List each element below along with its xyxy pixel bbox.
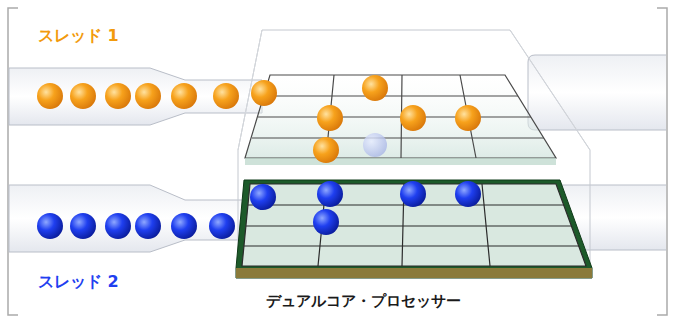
thread-label: スレッド 1 [38, 26, 119, 45]
thread-label: スレッド 2 [38, 272, 119, 291]
processor-caption: デュアルコア・プロセッサー [266, 292, 461, 310]
